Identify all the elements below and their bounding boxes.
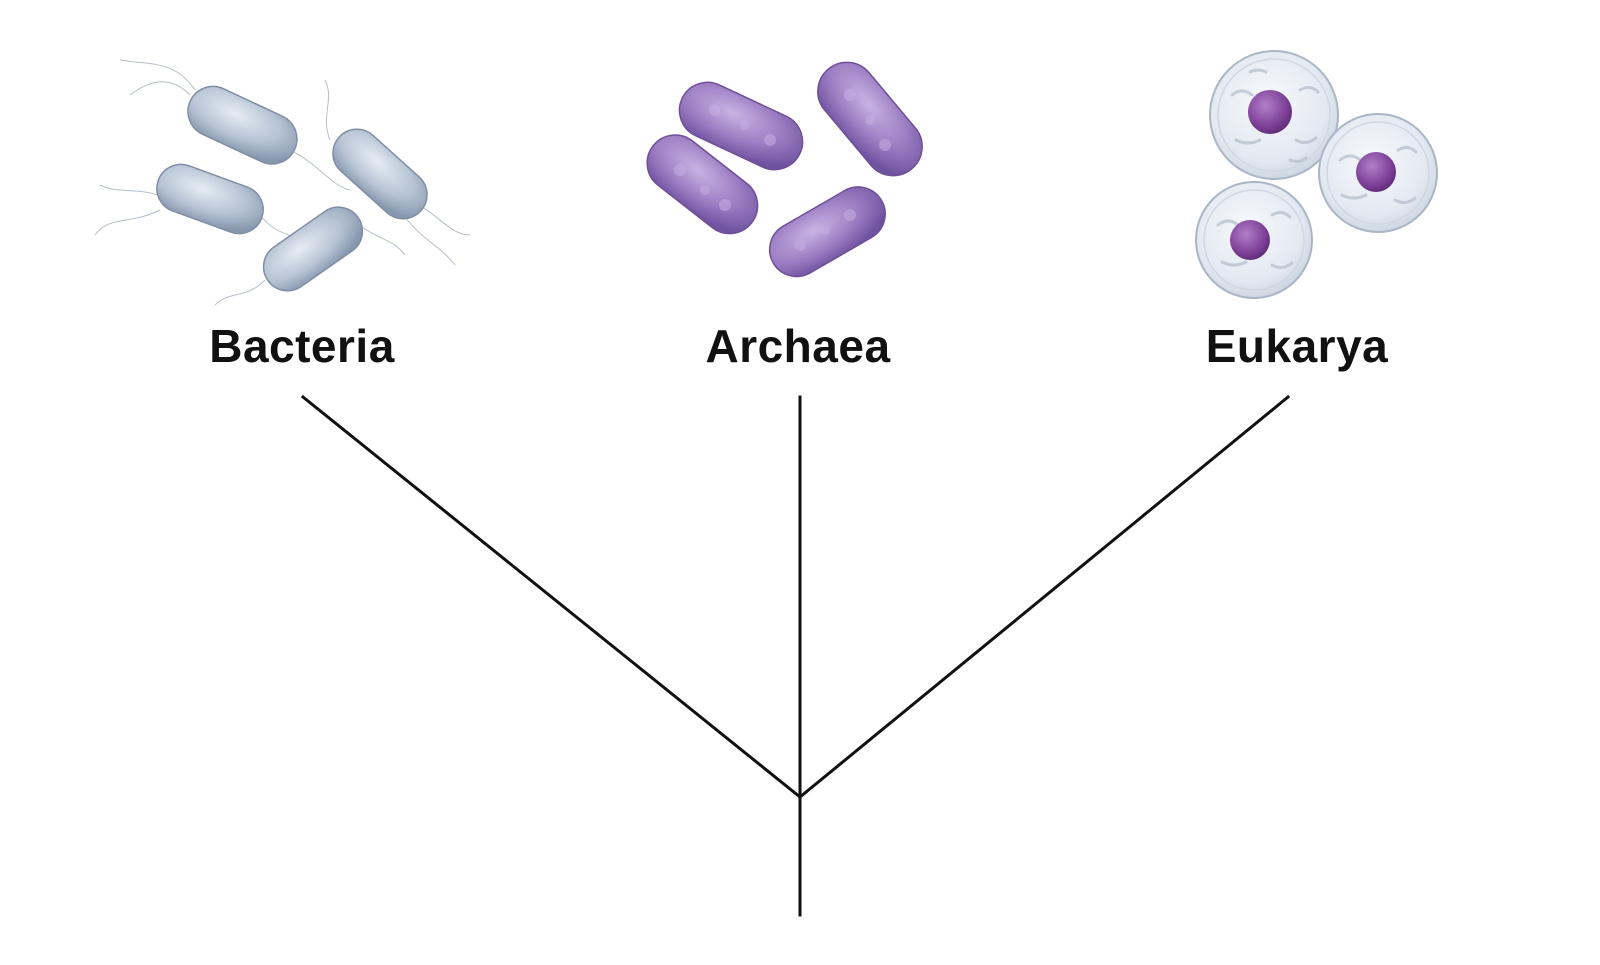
eukarya-illustration bbox=[1195, 50, 1438, 299]
branch-eukarya bbox=[797, 394, 1291, 800]
tree-branches bbox=[300, 394, 1291, 917]
rod-archaea-icon bbox=[646, 61, 923, 278]
branch-bacteria bbox=[300, 394, 803, 800]
bacteria-illustration bbox=[94, 59, 471, 306]
rod-bacteria-icon bbox=[94, 59, 471, 306]
domain-label-bacteria: Bacteria bbox=[209, 320, 395, 372]
domain-label-archaea: Archaea bbox=[705, 320, 891, 372]
archaea-illustration bbox=[646, 61, 923, 278]
eukaryotic-cell-icon bbox=[1195, 50, 1438, 299]
domain-label-eukarya: Eukarya bbox=[1205, 320, 1389, 372]
